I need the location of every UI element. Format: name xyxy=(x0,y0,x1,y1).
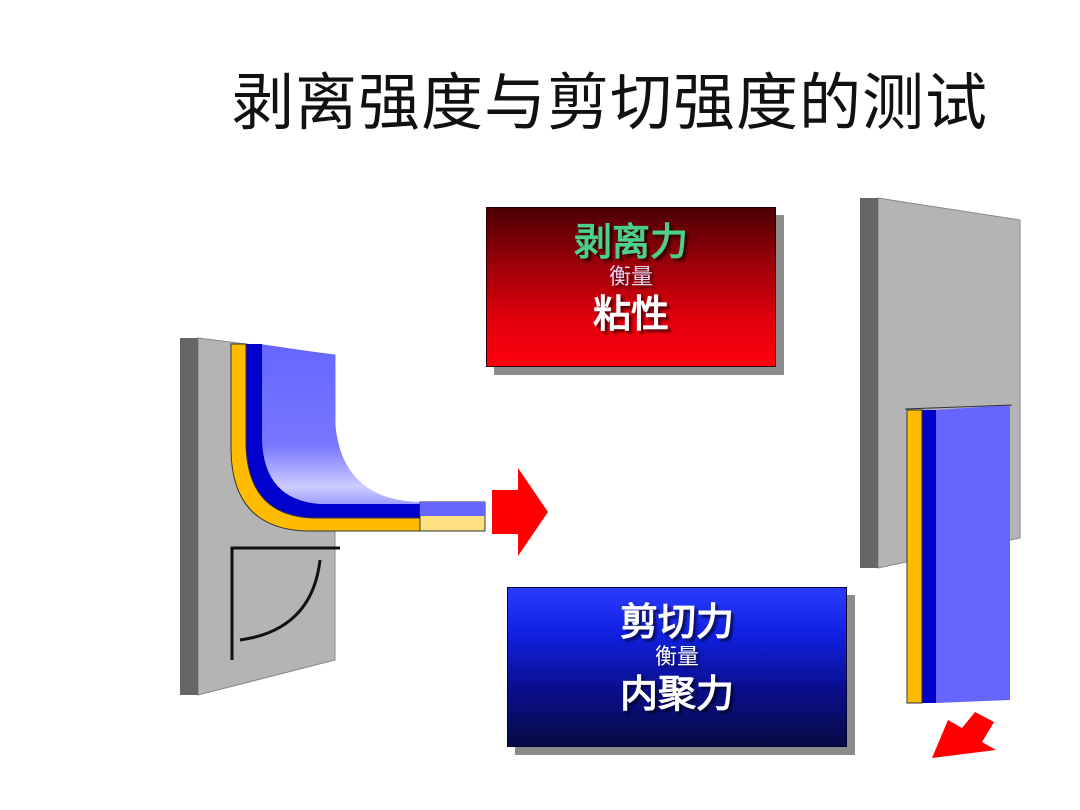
shear-substrate-edge xyxy=(860,198,878,568)
shear-cohesion-label: 内聚力 xyxy=(619,672,734,716)
peel-force-label: 剥离力 xyxy=(573,220,688,264)
peel-test-illustration xyxy=(180,337,548,696)
peel-angle-arc xyxy=(239,559,322,642)
shear-force-arrow xyxy=(932,712,996,758)
peel-angle-indicator xyxy=(230,546,340,660)
shear-tape-face xyxy=(936,405,1010,703)
shear-adhesive-layer xyxy=(906,409,923,704)
peel-tack-label: 粘性 xyxy=(592,292,669,336)
page-title: 剥离强度与剪切强度的测试 xyxy=(232,66,989,139)
shear-force-box: 剪切力 衡量 内聚力 xyxy=(507,587,847,747)
peel-force-arrow xyxy=(492,468,548,556)
shear-test-illustration xyxy=(860,197,1021,758)
peel-tape-tip-blue xyxy=(420,502,485,516)
peel-measures-label: 衡量 xyxy=(608,265,653,290)
peel-substrate-edge xyxy=(180,338,198,695)
shear-force-label: 剪切力 xyxy=(619,600,734,644)
shear-tape-backing xyxy=(922,410,936,703)
peel-tape-face xyxy=(260,344,485,512)
shear-measures-label: 衡量 xyxy=(654,645,699,670)
peel-force-box: 剥离力 衡量 粘性 xyxy=(486,207,776,367)
